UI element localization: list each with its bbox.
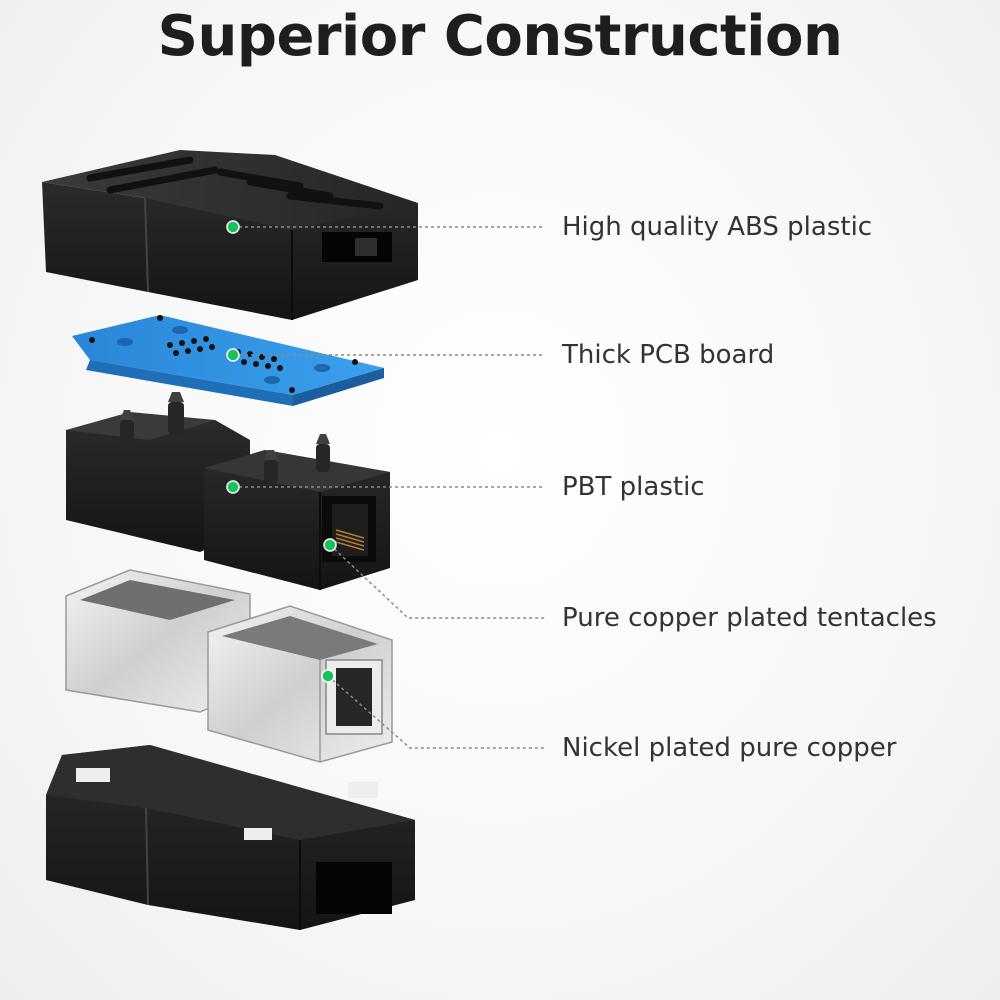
marker-dot-nickel xyxy=(321,669,335,683)
callout-label-abs-plastic: High quality ABS plastic xyxy=(562,212,873,242)
callout-label-nickel-copper: Nickel plated pure copper xyxy=(562,733,897,763)
callout-label-copper-tentacles: Pure copper plated tentacles xyxy=(562,603,937,633)
leader-line-nickel xyxy=(327,675,545,749)
top-cover-abs xyxy=(42,150,418,320)
bottom-housing xyxy=(46,745,415,930)
marker-dot-abs xyxy=(226,220,240,234)
callout-label-pbt-plastic: PBT plastic xyxy=(562,472,705,502)
pcb-board xyxy=(72,315,384,406)
nickel-shield xyxy=(65,569,393,763)
marker-dot-tentacles xyxy=(323,538,337,552)
marker-dot-pbt xyxy=(226,480,240,494)
callout-label-pcb-board: Thick PCB board xyxy=(562,340,775,370)
marker-dot-pcb xyxy=(226,348,240,362)
page-title: Superior Construction xyxy=(157,4,843,69)
leader-line-tentacles xyxy=(329,544,545,619)
pbt-housing xyxy=(66,392,390,590)
